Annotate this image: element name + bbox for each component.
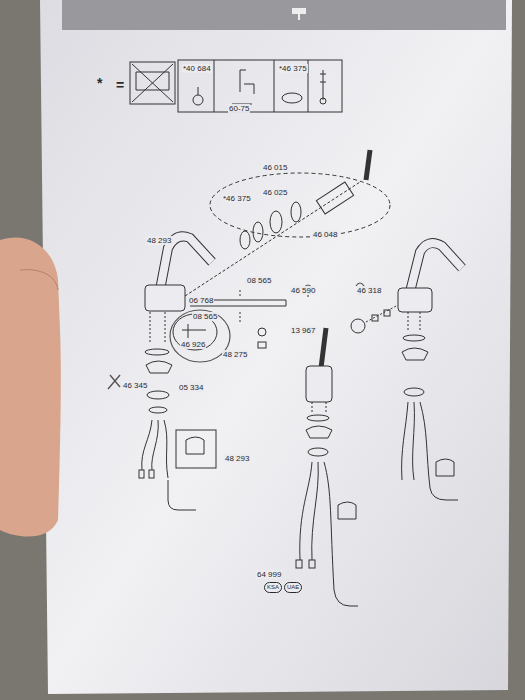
- callout-number: 48 275: [222, 350, 248, 359]
- right-faucet: [351, 243, 462, 500]
- drawing-stroke: [338, 502, 356, 519]
- finger-line: [20, 270, 58, 290]
- drawing-stroke: [321, 328, 326, 368]
- callout-number: *46 375: [222, 194, 252, 203]
- drawing-stroke: [296, 560, 302, 568]
- drawing-stroke: [186, 437, 204, 454]
- drawing-stroke: [366, 305, 398, 322]
- callout-number: 46 590: [290, 286, 316, 295]
- drawing-stroke: [258, 328, 266, 336]
- drawing-stroke: [139, 470, 144, 478]
- drawing-stroke: [240, 288, 241, 324]
- drawing-stroke: [282, 93, 302, 103]
- drawing-stroke: [168, 480, 196, 510]
- drawing-stroke: [198, 87, 199, 95]
- drawing-stroke: [210, 173, 390, 237]
- drawing-stroke: [258, 342, 266, 348]
- drawing-stroke: [309, 560, 315, 568]
- drawing-stroke: [149, 407, 167, 413]
- callout-number: 08 565: [192, 312, 218, 321]
- callout-number: 13 967: [290, 326, 316, 335]
- callout-number: 48 293: [146, 236, 172, 245]
- left-faucet: [108, 150, 390, 510]
- region-mark: UAE: [284, 582, 302, 593]
- drawing-stroke: [320, 70, 326, 100]
- drawing-stroke: [408, 312, 420, 330]
- callout-number: 60-75: [228, 104, 250, 113]
- drawing-stroke: [402, 348, 428, 360]
- drawing-stroke: [147, 391, 169, 399]
- drawing-stroke: [410, 243, 462, 292]
- drawing-stroke: [366, 150, 370, 180]
- header-band: [62, 0, 506, 30]
- drawing-stroke: [316, 182, 353, 214]
- drawing-stroke: [150, 312, 165, 342]
- drawing-stroke: [142, 420, 168, 478]
- drawing-stroke: [132, 64, 173, 102]
- drawing-stroke: [149, 470, 154, 478]
- drawing-stroke: [351, 319, 365, 333]
- callout-number: 46 025: [262, 188, 288, 197]
- faucet-icon: [292, 8, 306, 20]
- drawing-stroke: [253, 222, 263, 242]
- callout-number: *40 684: [182, 64, 212, 73]
- region-mark: KSA: [264, 582, 282, 593]
- drawing-stroke: [291, 202, 301, 222]
- callout-number: 64 999: [256, 570, 282, 579]
- callout-number: 48 293: [224, 454, 250, 463]
- callout-number: 46 926: [180, 340, 206, 349]
- header-symbol: *: [96, 76, 103, 90]
- drawing-stroke: [145, 349, 169, 355]
- drawing-stroke: [270, 211, 282, 233]
- drawing-stroke: [214, 60, 308, 112]
- callout-number: 46 345: [122, 381, 148, 390]
- drawing-stroke: [146, 361, 172, 373]
- callout-number: 46 048: [312, 230, 338, 239]
- callout-number: 08 565: [246, 276, 272, 285]
- callout-number: 05 334: [178, 383, 204, 392]
- hand-cross: [108, 375, 120, 389]
- hand: [0, 237, 61, 536]
- drawing-stroke: [308, 448, 328, 456]
- drawing-stroke: [170, 310, 230, 362]
- drawing-stroke: [232, 70, 254, 104]
- drawing-stroke: [182, 324, 206, 338]
- drawing-stroke: [145, 285, 185, 311]
- header-symbol: =: [115, 78, 125, 92]
- drawing-stroke: [178, 60, 342, 112]
- drawing-stroke: [307, 415, 329, 421]
- header-table: [130, 60, 342, 112]
- drawing-stroke: [404, 388, 424, 396]
- middle-faucet: [296, 328, 358, 606]
- drawing-stroke: [410, 243, 462, 292]
- drawing-stroke: [240, 231, 250, 249]
- drawing-stroke: [403, 335, 425, 341]
- paper: [40, 0, 512, 694]
- drawing-stroke: [398, 288, 432, 312]
- callout-number: *46 375: [278, 64, 308, 73]
- callout-number: 46 318: [356, 286, 382, 295]
- drawing-stroke: [402, 402, 458, 500]
- drawing-stroke: [312, 402, 326, 414]
- drawing-stroke: [306, 426, 332, 438]
- hand-marks: [170, 283, 364, 362]
- drawing-stroke: [320, 98, 326, 104]
- drawing-stroke: [384, 310, 390, 316]
- drawing-stroke: [372, 315, 378, 321]
- drawing-stroke: [306, 366, 332, 402]
- drawing-stroke: [130, 62, 175, 104]
- drawing-stroke: [193, 95, 203, 105]
- callout-number: 46 015: [262, 163, 288, 172]
- callout-number: 06 768: [188, 296, 214, 305]
- drawing-stroke: [185, 182, 360, 296]
- drawing-stroke: [176, 430, 216, 468]
- drawing-stroke: [300, 462, 358, 606]
- drawing-stroke: [436, 459, 454, 476]
